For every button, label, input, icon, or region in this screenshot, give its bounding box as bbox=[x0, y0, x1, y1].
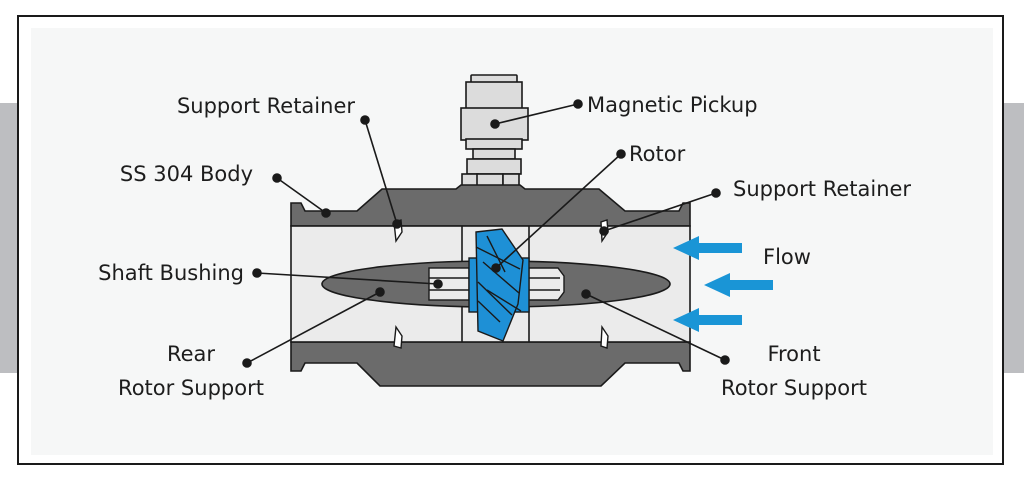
shaft bbox=[428, 267, 565, 301]
body-bottom bbox=[290, 341, 691, 387]
label-front-line1: Front bbox=[767, 342, 820, 366]
label-rotor: Rotor bbox=[629, 142, 686, 166]
label-front-line2: Rotor Support bbox=[721, 376, 867, 400]
label-rear-line1: Rear bbox=[167, 342, 215, 366]
leader-lines bbox=[242, 99, 730, 368]
label-magnetic-pickup: Magnetic Pickup bbox=[587, 93, 758, 117]
label-rear-line2: Rotor Support bbox=[118, 376, 264, 400]
flow-arrow-icon bbox=[673, 308, 742, 332]
flow-arrow-icon bbox=[704, 273, 773, 297]
flow-arrows bbox=[673, 236, 773, 332]
label-support-retainer-right: Support Retainer bbox=[733, 177, 911, 201]
label-shaft-bushing: Shaft Bushing bbox=[98, 261, 244, 285]
label-support-retainer-left: Support Retainer bbox=[177, 94, 355, 118]
label-flow: Flow bbox=[763, 245, 811, 269]
flow-arrow-icon bbox=[673, 236, 742, 260]
magnetic-pickup bbox=[460, 74, 529, 191]
body-top bbox=[290, 184, 691, 227]
label-ss304-body: SS 304 Body bbox=[120, 162, 253, 186]
